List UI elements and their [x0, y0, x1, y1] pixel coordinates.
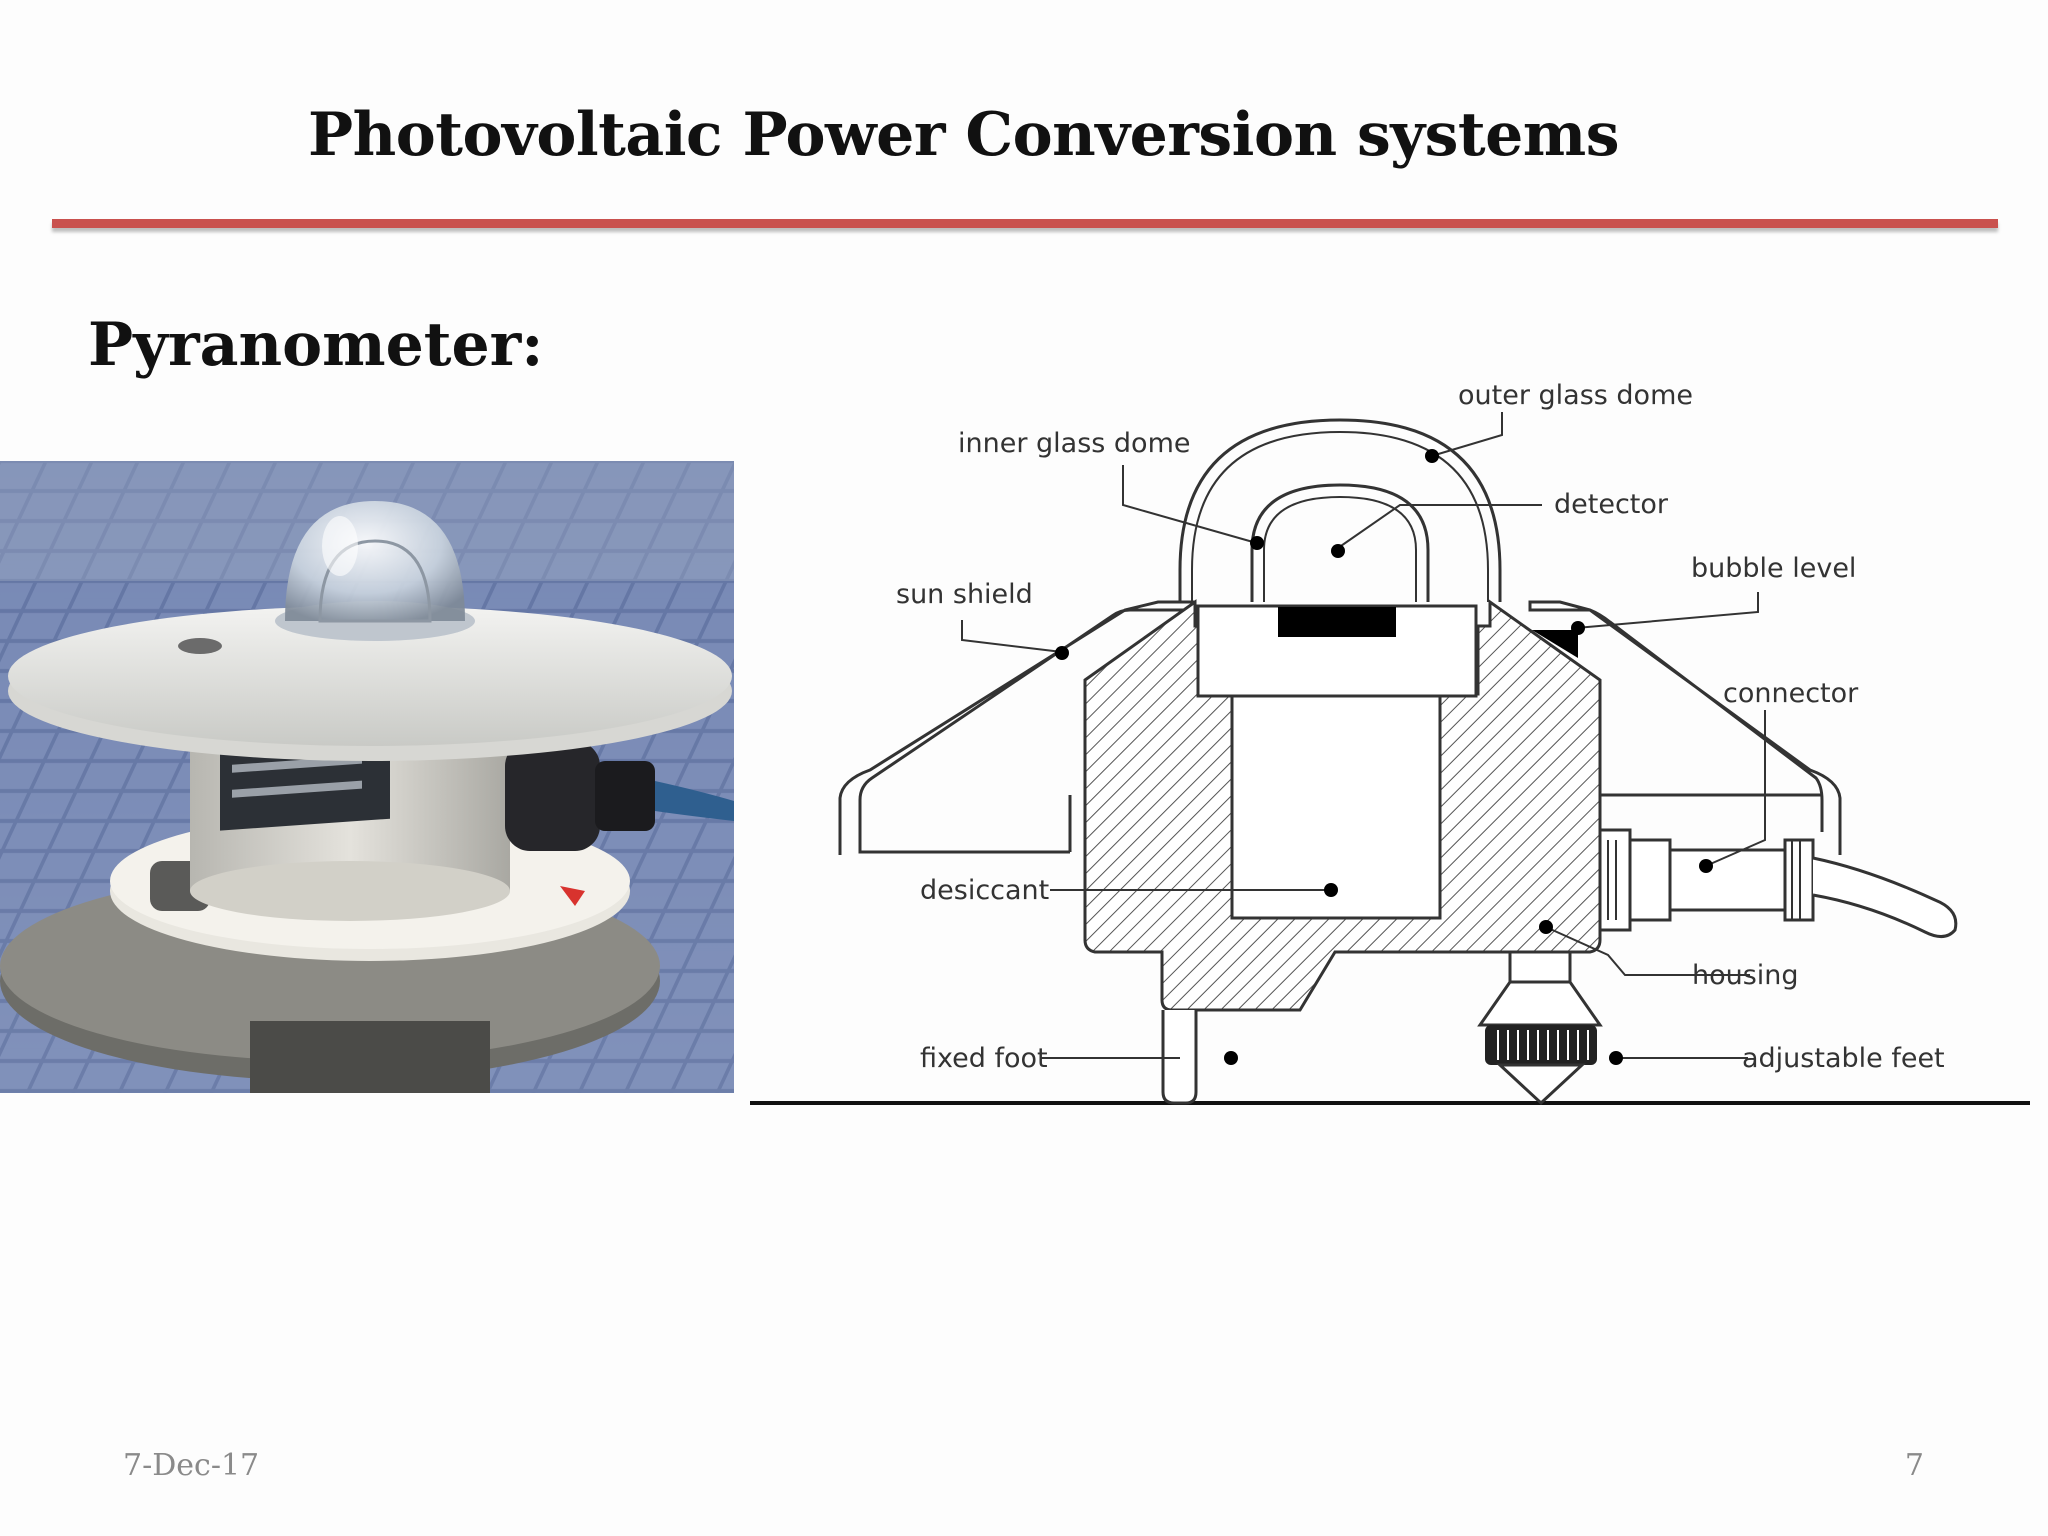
label-connector: connector: [1723, 678, 1859, 709]
label-bubble-level: bubble level: [1691, 553, 1856, 584]
section-heading: Pyranometer:: [88, 310, 544, 380]
connector-cable: [1812, 856, 1958, 938]
detector-element: [1278, 607, 1396, 637]
label-housing: housing: [1692, 960, 1799, 991]
sun-shield-left: [838, 600, 1197, 855]
label-inner-glass-dome: inner glass dome: [958, 428, 1191, 459]
label-adjustable-feet: adjustable feet: [1742, 1043, 1945, 1074]
sun-shield-right: [1528, 600, 1842, 855]
label-outer-glass-dome: outer glass dome: [1458, 380, 1693, 411]
outer-dome: [1178, 418, 1502, 602]
label-fixed-foot: fixed foot: [920, 1043, 1048, 1074]
label-desiccant: desiccant: [920, 875, 1049, 906]
page-number: 7: [1904, 1448, 1924, 1483]
label-sun-shield: sun shield: [896, 579, 1033, 610]
label-detector: detector: [1554, 489, 1669, 520]
title-divider: [52, 219, 1998, 228]
footer-date: 7-Dec-17: [123, 1448, 260, 1483]
inner-dome: [1250, 483, 1430, 602]
pyranometer-photo: [0, 461, 734, 1093]
slide-title: Photovoltaic Power Conversion systems: [308, 100, 1620, 170]
pyranometer-cross-section-diagram: outer glass dome inner glass dome detect…: [740, 370, 2040, 1110]
